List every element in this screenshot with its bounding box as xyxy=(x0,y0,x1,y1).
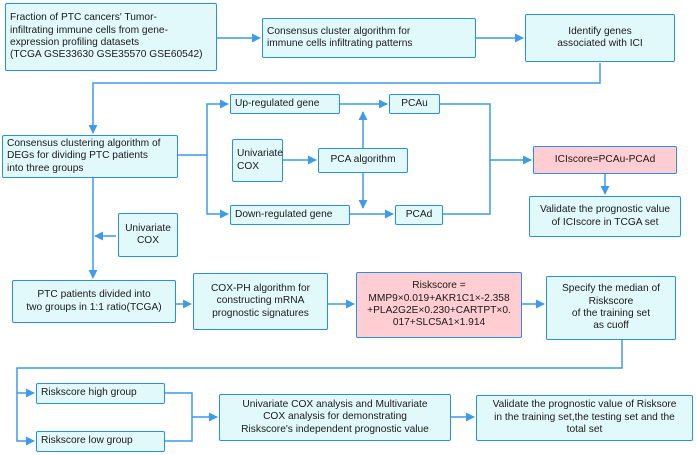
node-risk-high: Riskscore high group xyxy=(36,383,165,404)
node-pcau: PCAu xyxy=(389,94,440,114)
node-pca-algorithm: PCA algorithm xyxy=(318,148,408,173)
node-univariate-cox-2: Univariate COX xyxy=(118,213,178,257)
node-up-regulated: Up-regulated gene xyxy=(230,94,340,114)
node-riskscore-formula-text: Riskscore = MMP9×0.019+AKR1C1×-2.358 +PL… xyxy=(367,280,511,329)
node-fraction-text: Fraction of PTC cancers' Tumor- infiltra… xyxy=(10,12,203,61)
node-iciscore-text: ICIscore=PCAu-PCAd xyxy=(554,153,656,165)
arrow-pcau-to-iciscore xyxy=(440,103,532,165)
node-consensus-cluster: Consensus cluster algorithm for immune c… xyxy=(262,18,476,58)
line-pcad-to-iciscore xyxy=(443,160,491,215)
node-down-regulated: Down-regulated gene xyxy=(230,205,350,225)
node-pcau-text: PCAu xyxy=(401,97,428,109)
node-up-regulated-text: Up-regulated gene xyxy=(235,97,320,109)
node-cox-ph-text: COX-PH algorithm for constructing mRNA p… xyxy=(210,282,311,319)
node-specify-median: Specify the median of Riskscore of the t… xyxy=(546,276,676,340)
node-consensus-cluster-text: Consensus cluster algorithm for immune c… xyxy=(267,25,413,49)
node-iciscore: ICIscore=PCAu-PCAd xyxy=(533,146,677,174)
arrow-median-to-groups xyxy=(16,340,623,398)
node-identify-genes: Identify genes associated with ICI xyxy=(525,14,675,62)
node-risk-low-text: Riskscore low group xyxy=(41,435,133,447)
node-univariate-cox-1: Univariate COX xyxy=(232,139,283,182)
node-risk-high-text: Riskscore high group xyxy=(41,387,137,399)
node-risk-low: Riskscore low group xyxy=(36,431,165,452)
arrow-line-to-low xyxy=(16,393,35,446)
arrow-degs-to-up xyxy=(178,99,229,156)
node-validate-iciscore-text: Validate the prognostic value of ICIscor… xyxy=(539,204,671,228)
node-validate-riskscore-text: Validate the prognostic value of Risksor… xyxy=(492,399,677,436)
node-validate-riskscore: Validate the prognostic value of Risksor… xyxy=(476,395,693,441)
line-high-to-merge xyxy=(165,392,193,442)
node-consensus-degs-text: Consensus clustering algorithm of DEGs f… xyxy=(7,137,161,174)
arrow-identify-to-degs xyxy=(88,63,601,134)
node-riskscore-formula: Riskscore = MMP9×0.019+AKR1C1×-2.358 +PL… xyxy=(356,272,522,338)
node-pca-algorithm-text: PCA algorithm xyxy=(330,154,396,166)
node-univariate-multivariate-text: Univariate COX analysis and Multivariate… xyxy=(241,398,429,435)
node-pcad: PCAd xyxy=(395,205,443,225)
node-down-regulated-text: Down-regulated gene xyxy=(235,208,333,220)
node-cox-ph: COX-PH algorithm for constructing mRNA p… xyxy=(193,273,328,330)
node-univariate-multivariate: Univariate COX analysis and Multivariate… xyxy=(219,394,451,441)
node-specify-median-text: Specify the median of Riskscore of the t… xyxy=(562,283,660,332)
node-consensus-degs: Consensus clustering algorithm of DEGs f… xyxy=(2,135,178,178)
node-ptc-two-groups: PTC patients divided into two groups in … xyxy=(12,280,176,323)
node-fraction: Fraction of PTC cancers' Tumor- infiltra… xyxy=(5,3,217,71)
arrow-degs-to-down xyxy=(206,155,229,219)
node-validate-iciscore: Validate the prognostic value of ICIscor… xyxy=(529,196,681,237)
node-univariate-cox-1-text: Univariate COX xyxy=(237,148,283,172)
node-ptc-two-groups-text: PTC patients divided into two groups in … xyxy=(26,289,162,313)
node-univariate-cox-2-text: Univariate COX xyxy=(125,222,171,246)
node-identify-genes-text: Identify genes associated with ICI xyxy=(557,25,643,49)
node-pcad-text: PCAd xyxy=(405,208,433,220)
